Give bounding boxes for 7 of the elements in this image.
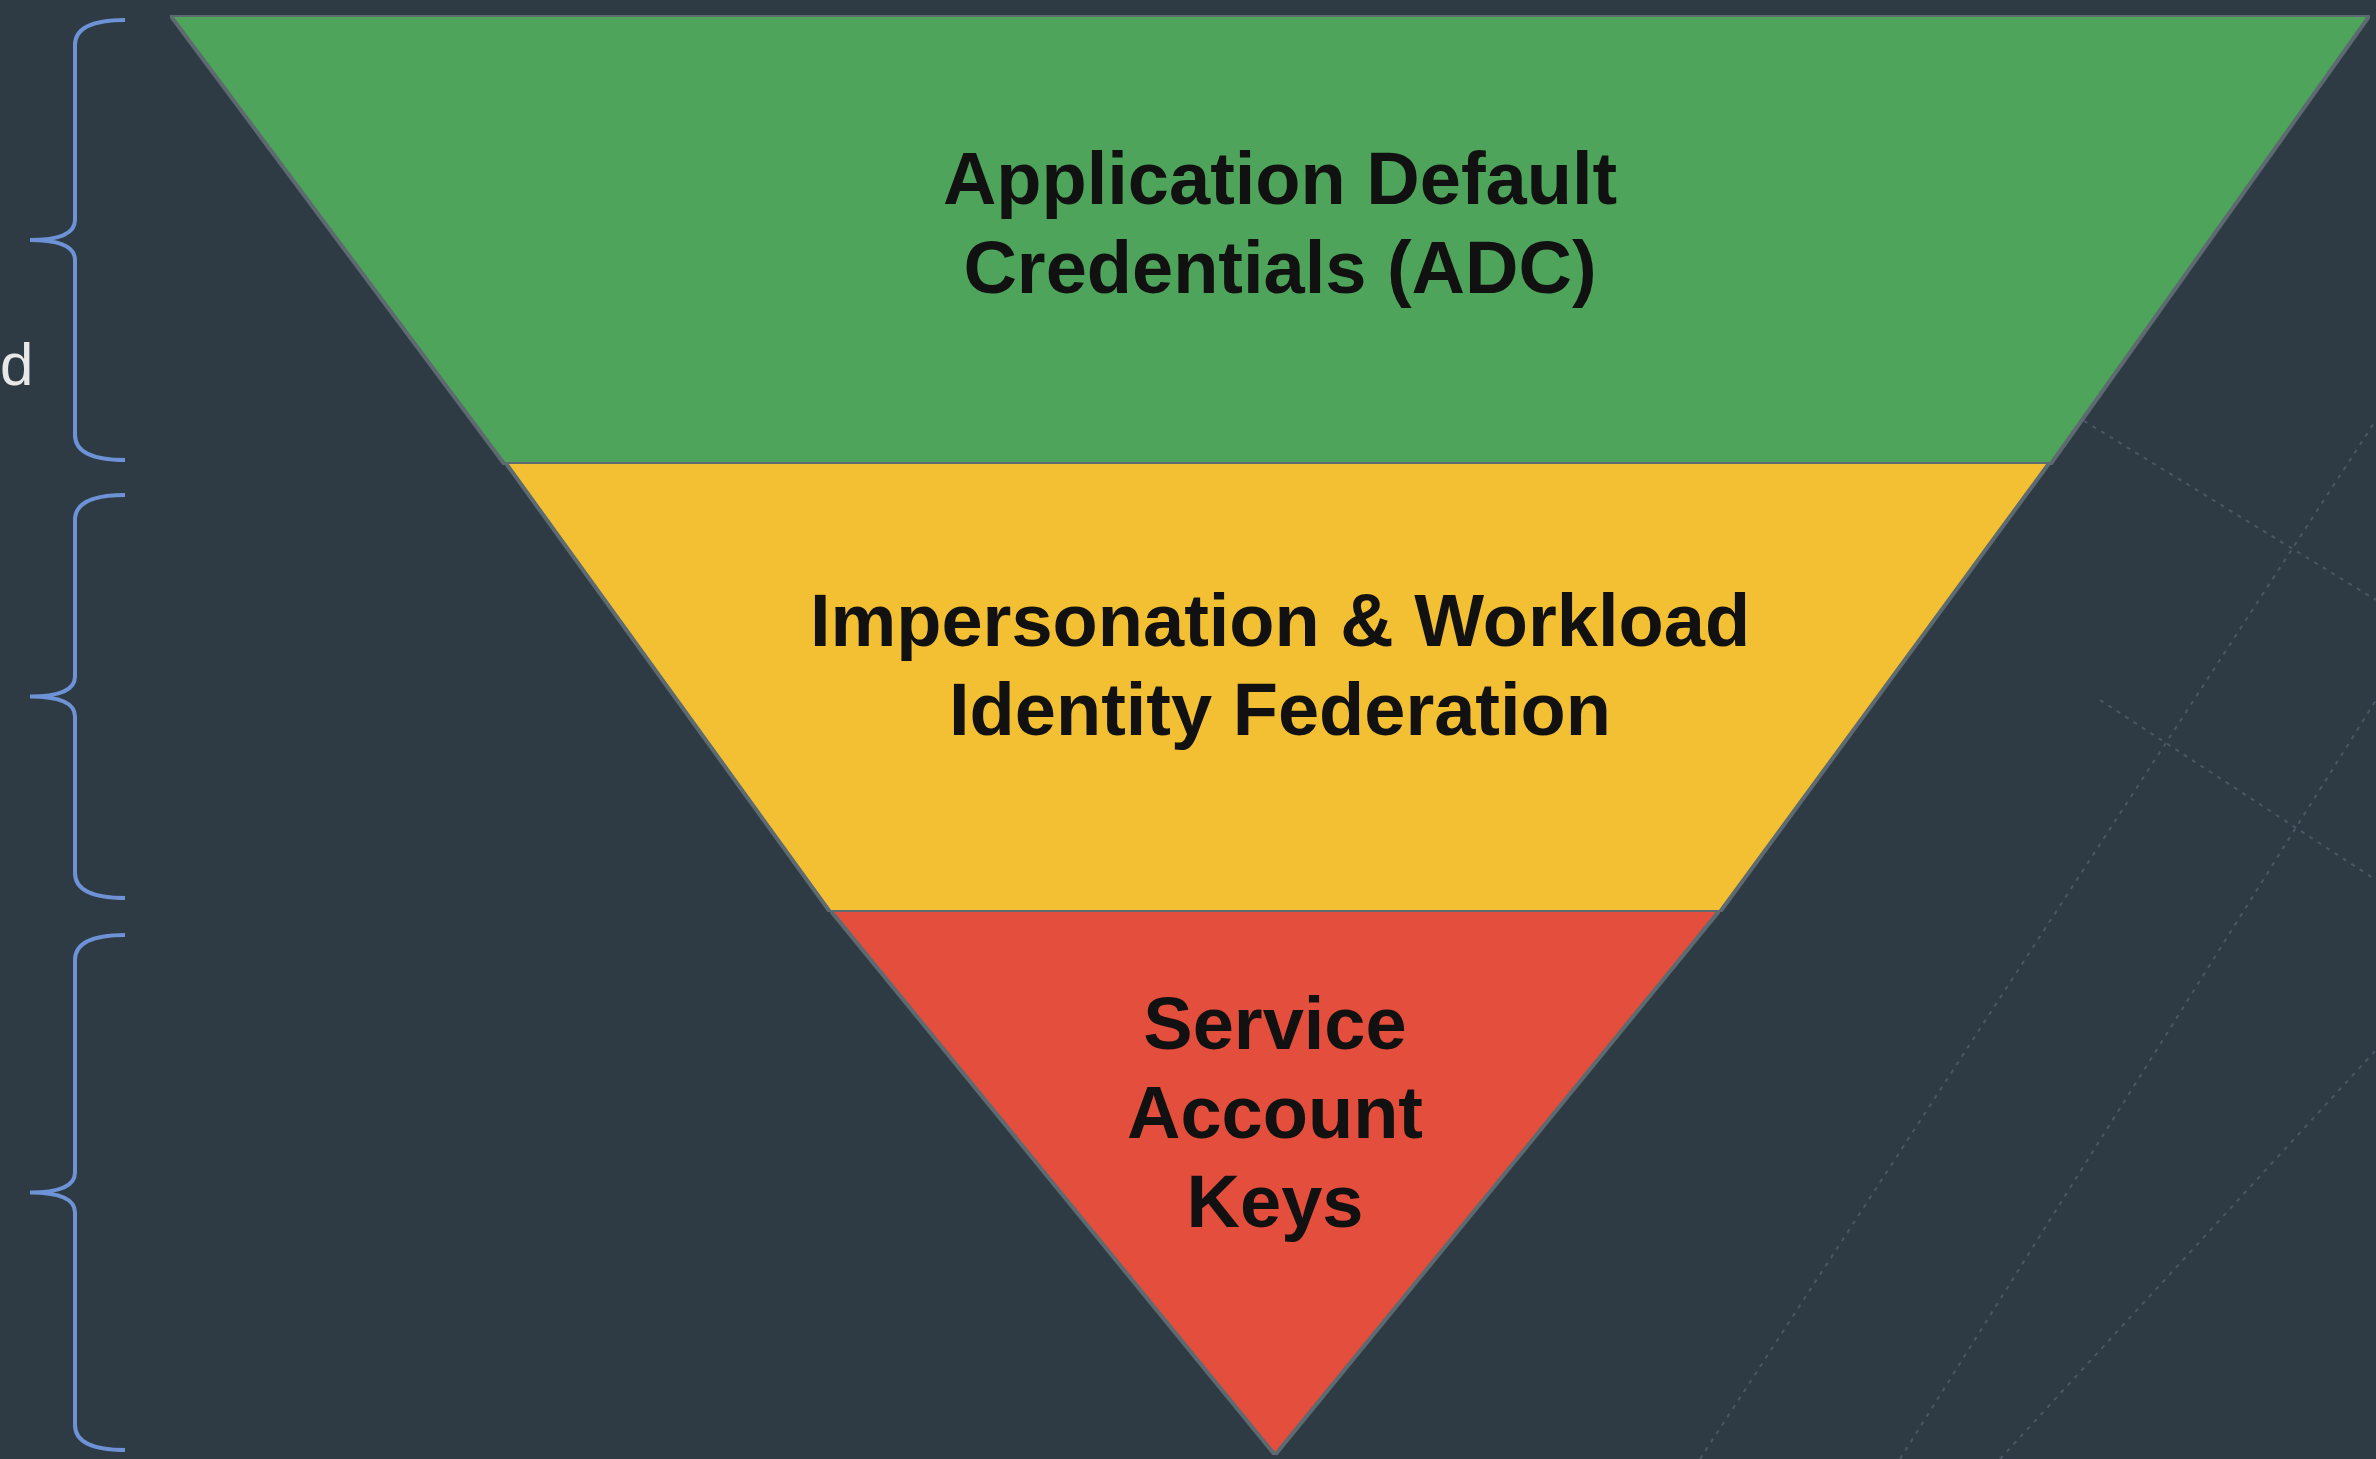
tier-label: Impersonation & Workload Identity Federation xyxy=(808,578,1752,753)
tier-label: Application Default Credentials (ADC) xyxy=(941,136,1619,311)
tier-label: Service Account Keys xyxy=(1126,981,1424,1245)
cut-off-text: d xyxy=(0,330,34,399)
pyramid-tier xyxy=(505,462,2050,912)
pyramid-tier xyxy=(170,15,2370,465)
pyramid-tip xyxy=(830,910,1720,1455)
